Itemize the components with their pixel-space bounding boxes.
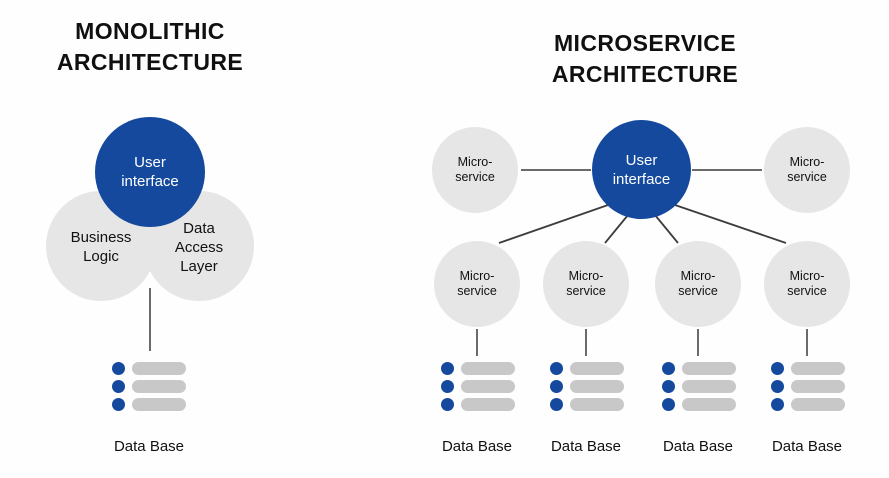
database-row — [771, 398, 845, 411]
database-label-4: Data Base — [771, 438, 843, 455]
microservice-panel-title: MICROSERVICE ARCHITECTURE — [551, 30, 739, 87]
database-row — [112, 362, 186, 375]
database-bar — [132, 380, 186, 393]
database-bar — [461, 380, 515, 393]
connector-hub-to-service-right — [692, 169, 762, 171]
database-row — [441, 398, 515, 411]
node-microservice-row2-1[interactable]: Micro- service — [434, 241, 520, 327]
database-row — [550, 398, 624, 411]
database-row — [662, 362, 736, 375]
database-row — [771, 362, 845, 375]
database-bar — [132, 362, 186, 375]
database-dot-icon — [441, 380, 454, 393]
database-row — [662, 380, 736, 393]
database-bar — [682, 380, 736, 393]
database-icon-monolith — [112, 362, 186, 411]
database-dot-icon — [662, 398, 675, 411]
database-label-2: Data Base — [550, 438, 622, 455]
database-icon-1 — [441, 362, 515, 411]
database-row — [441, 362, 515, 375]
connector-service-to-database-4 — [806, 329, 808, 356]
database-row — [771, 380, 845, 393]
node-user-interface-monolith[interactable]: User interface — [95, 117, 205, 227]
database-bar — [132, 398, 186, 411]
connector-service-to-database-3 — [697, 329, 699, 356]
database-icon-2 — [550, 362, 624, 411]
database-dot-icon — [112, 398, 125, 411]
node-microservice-top-left[interactable]: Micro- service — [432, 127, 518, 213]
database-label-3: Data Base — [662, 438, 734, 455]
database-dot-icon — [771, 380, 784, 393]
node-microservice-row2-4-label: Micro- service — [787, 269, 827, 298]
database-icon-4 — [771, 362, 845, 411]
node-business-logic-label: Business Logic — [70, 229, 132, 265]
database-dot-icon — [550, 398, 563, 411]
node-microservice-row2-1-label: Micro- service — [457, 269, 497, 298]
node-microservice-row2-2[interactable]: Micro- service — [543, 241, 629, 327]
node-microservice-row2-3[interactable]: Micro- service — [655, 241, 741, 327]
database-bar — [570, 398, 624, 411]
database-dot-icon — [662, 362, 675, 375]
database-bar — [791, 362, 845, 375]
database-dot-icon — [662, 380, 675, 393]
database-bar — [461, 398, 515, 411]
database-dot-icon — [771, 398, 784, 411]
node-user-interface-hub-label: User interface — [612, 151, 671, 188]
database-dot-icon — [771, 362, 784, 375]
database-row — [441, 380, 515, 393]
monolithic-panel-title: MONOLITHIC ARCHITECTURE — [56, 18, 244, 75]
database-row — [550, 362, 624, 375]
node-microservice-row2-4[interactable]: Micro- service — [764, 241, 850, 327]
database-bar — [791, 398, 845, 411]
database-row — [550, 380, 624, 393]
node-microservice-top-right-label: Micro- service — [787, 155, 827, 184]
connector-service-to-database-2 — [585, 329, 587, 356]
node-user-interface-hub[interactable]: User interface — [592, 120, 691, 219]
node-microservice-row2-3-label: Micro- service — [678, 269, 718, 298]
database-dot-icon — [441, 362, 454, 375]
node-microservice-top-right[interactable]: Micro- service — [764, 127, 850, 213]
database-dot-icon — [441, 398, 454, 411]
database-label-1: Data Base — [441, 438, 513, 455]
database-row — [112, 398, 186, 411]
database-bar — [791, 380, 845, 393]
node-microservice-top-left-label: Micro- service — [455, 155, 495, 184]
database-row — [662, 398, 736, 411]
connector-hub-to-service-left — [521, 169, 591, 171]
connector-monolith-database — [149, 288, 151, 351]
database-dot-icon — [550, 380, 563, 393]
node-user-interface-monolith-label: User interface — [121, 154, 179, 190]
database-bar — [570, 362, 624, 375]
node-microservice-row2-2-label: Micro- service — [566, 269, 606, 298]
database-dot-icon — [550, 362, 563, 375]
database-label-monolith: Data Base — [113, 438, 185, 455]
database-bar — [570, 380, 624, 393]
database-bar — [461, 362, 515, 375]
node-data-access-layer-label: Data Access Layer — [174, 219, 224, 275]
database-dot-icon — [112, 380, 125, 393]
database-icon-3 — [662, 362, 736, 411]
connector-service-to-database-1 — [476, 329, 478, 356]
database-dot-icon — [112, 362, 125, 375]
database-row — [112, 380, 186, 393]
database-bar — [682, 398, 736, 411]
database-bar — [682, 362, 736, 375]
